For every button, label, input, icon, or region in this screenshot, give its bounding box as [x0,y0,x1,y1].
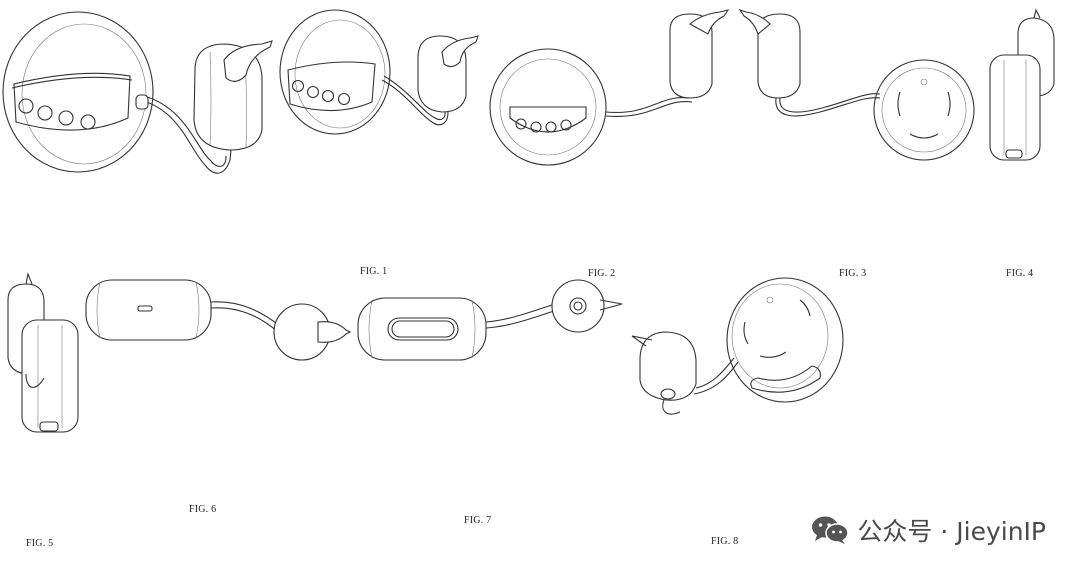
fig8-label: FIG. 8 [711,536,739,547]
watermark: 公众号 · JieyinIP [811,512,1046,548]
fig2-drawing [279,9,479,135]
fig3-label: FIG. 3 [839,268,867,279]
fig7-drawing [357,279,623,361]
fig4-label: FIG. 4 [1006,268,1034,279]
fig1-drawing [2,11,273,174]
fig4-drawing [989,8,1055,161]
fig5-label: FIG. 5 [26,538,54,549]
wechat-icon [812,516,850,544]
fig1-label: FIG. 1 [360,266,388,277]
fig6-label: FIG. 6 [189,504,217,515]
fig3-drawing [489,8,975,166]
watermark-text: 公众号 · JieyinIP [857,517,1046,546]
fig8-drawing [631,277,844,415]
fig7-label: FIG. 7 [464,515,492,526]
fig5-drawing [7,272,79,433]
fig2-label: FIG. 2 [588,268,616,279]
fig6-drawing [85,279,352,361]
